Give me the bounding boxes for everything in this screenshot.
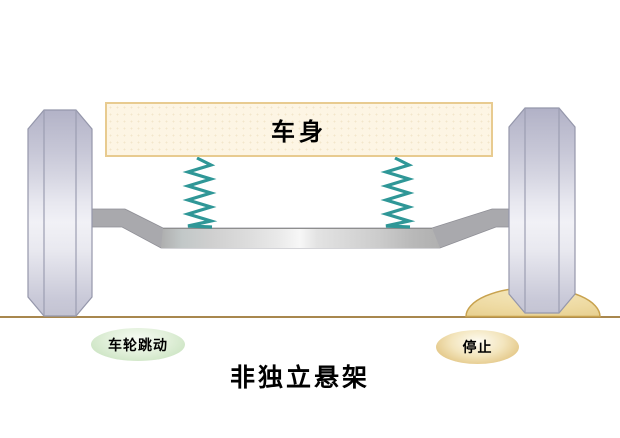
- right-wheel: [508, 107, 576, 314]
- diagram-caption: 非独立悬架: [229, 363, 370, 392]
- right-spring: [380, 156, 416, 229]
- left-wheel-status-label: 车轮跳动: [108, 337, 168, 354]
- axle-center-section: [161, 228, 440, 248]
- car-body-box: 车身: [105, 102, 493, 157]
- right-wheel-status-label: 停止: [462, 340, 493, 356]
- car-body-label: 车身: [271, 118, 327, 146]
- left-wheel-status-badge: 车轮跳动: [91, 328, 185, 361]
- left-spring: [182, 156, 218, 229]
- right-wheel-status-badge: 停止: [436, 330, 519, 364]
- left-wheel: [27, 109, 93, 317]
